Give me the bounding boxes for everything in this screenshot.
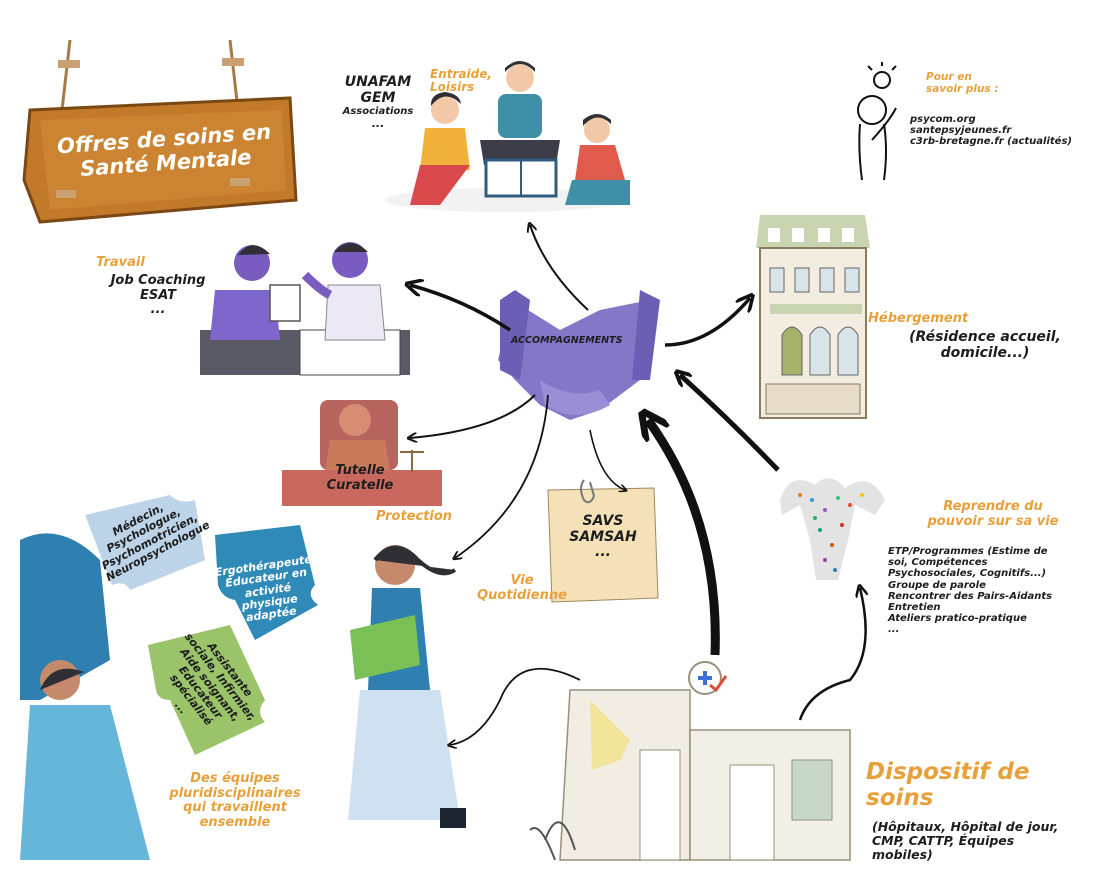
pouvoir-item: ETP/Programmes (Estime de: [888, 546, 1048, 557]
pouvoir-title-line2: pouvoir sur sa vie: [927, 513, 1059, 529]
pouvoir-item: Ateliers pratico-pratique: [888, 613, 1027, 625]
pouvoir-title-line1: Reprendre du: [943, 499, 1043, 514]
pouvoir-item: Entretien: [888, 601, 941, 613]
pouvoir-item: Psychosociales, Cognitifs...): [888, 568, 1047, 580]
info-title-line1: Pour en: [926, 71, 972, 83]
dispositif-detail: (Hôpitaux, Hôpital de jour, CMP, CATTP, …: [872, 820, 1058, 862]
savs-item: SAMSAH: [569, 528, 637, 545]
travail-items: Job Coaching ESAT ...: [96, 273, 220, 318]
dispositif-detail-line: (Hôpitaux, Hôpital de jour,: [872, 819, 1059, 834]
savs-items: SAVS SAMSAH ...: [553, 513, 653, 561]
arrows: [410, 225, 866, 745]
center-label: ACCOMPAGNEMENTS: [511, 335, 623, 346]
info-links: psycom.org santepsyjeunes.fr c3rb-bretag…: [910, 114, 1072, 148]
loisirs-category: Entraide, Loisirs: [430, 67, 492, 95]
pouvoir-item: Groupe de parole: [888, 579, 986, 591]
travail-item: Job Coaching: [110, 273, 206, 288]
loisirs-illustration: [385, 61, 630, 212]
loisirs-category-line2: Loisirs: [430, 80, 475, 95]
loisirs-items: UNAFAM GEM Associations ...: [330, 74, 426, 130]
dispositif-detail-line: mobiles): [872, 847, 933, 862]
hebergement-detail: (Résidence accueil, domicile...): [900, 329, 1070, 361]
travail-item: ...: [150, 302, 166, 318]
info-title-line2: savoir plus :: [926, 82, 999, 95]
pouvoir-item: ...: [888, 624, 900, 636]
savs-item: SAVS: [582, 513, 624, 529]
loisirs-item: Associations: [342, 106, 414, 118]
equipes-caption: Des équipes pluridisciplinaires qui trav…: [140, 771, 330, 830]
info-link: psycom.org: [910, 114, 976, 125]
pouvoir-item: soi, Compétences: [888, 557, 988, 569]
protection-item: Tutelle: [335, 463, 385, 478]
hebergement-illustration: [756, 215, 870, 419]
handshake-illustration: [498, 290, 660, 420]
vie-quotidienne: Vie Quotidienne: [462, 573, 582, 603]
equipes-caption-line: pluridisciplinaires: [169, 785, 301, 801]
dispositif-title-line1: Dispositif de: [866, 759, 1030, 785]
travail-item: ESAT: [140, 287, 176, 303]
hospital-illustration: [529, 661, 851, 861]
dispositif-detail-line: CMP, CATTP, Équipes: [872, 833, 1015, 848]
info-link: santepsyjeunes.fr: [910, 125, 1012, 137]
pouvoir-title: Reprendre du pouvoir sur sa vie: [908, 499, 1078, 529]
wooden-sign: [22, 39, 298, 224]
hebergement-detail-line1: (Résidence accueil,: [909, 329, 1061, 345]
equipes-caption-line: Des équipes: [190, 771, 280, 786]
team-illustration: [20, 495, 466, 860]
dispositif-title-line2: soins: [866, 784, 934, 811]
travail-category: Travail: [96, 255, 145, 270]
info-title: Pour en savoir plus :: [926, 71, 999, 96]
equipes-caption-line: qui travaillent: [183, 800, 287, 816]
vie-category-line1: Vie: [510, 573, 534, 588]
pouvoir-item: Rencontrer des Pairs-Aidants: [888, 590, 1053, 602]
pouvoir-items: ETP/Programmes (Estime de soi, Compétenc…: [888, 546, 1052, 636]
loisirs-item: GEM: [360, 89, 396, 106]
thinking-figure: [857, 62, 897, 181]
protection-item: Curatelle: [326, 477, 394, 493]
savs-item: ...: [595, 544, 611, 561]
dispositif-title: Dispositif de soins: [866, 759, 1030, 812]
loisirs-item: ...: [371, 116, 385, 130]
travail-illustration: [200, 242, 410, 376]
equipes-caption-line: ensemble: [199, 814, 271, 830]
loisirs-category-line1: Entraide,: [430, 67, 492, 81]
hebergement-category: Hébergement: [868, 311, 969, 326]
loisirs-item: UNAFAM: [344, 74, 412, 90]
muscle-figure: [780, 478, 885, 580]
protection-items: Tutelle Curatelle: [312, 463, 408, 493]
info-link: c3rb-bretagne.fr (actualités): [910, 136, 1072, 148]
savs-note: [547, 479, 659, 603]
protection-category: Protection: [376, 509, 453, 524]
vie-category-line2: Quotidienne: [477, 587, 567, 603]
hebergement-detail-line2: domicile...): [940, 344, 1030, 361]
protection-illustration: [282, 400, 442, 506]
